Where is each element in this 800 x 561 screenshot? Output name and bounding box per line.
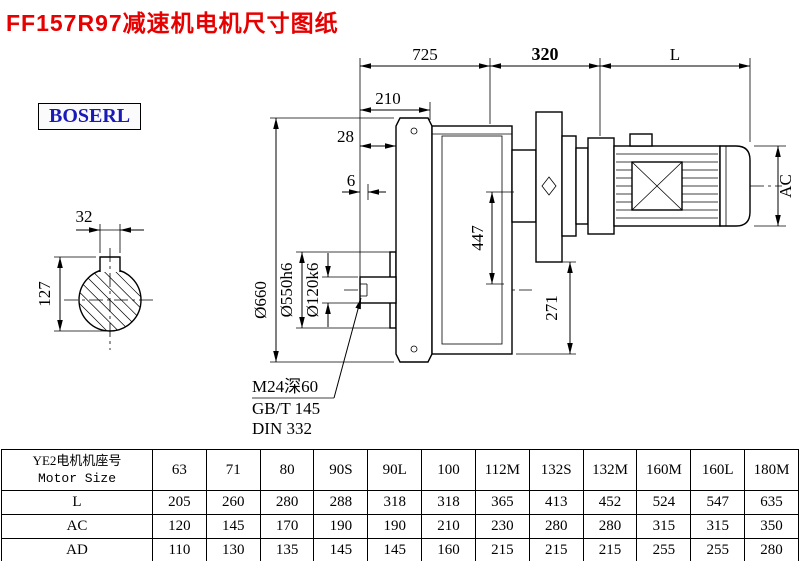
gear-housing <box>431 125 513 355</box>
dimension-drawing: 725 320 L 210 28 6 Ø660 Ø550h6 <box>35 44 795 438</box>
thread-spec: M24深60 <box>252 377 318 396</box>
dim-210: 210 <box>375 89 401 108</box>
thread-standard-gb: GB/T 145 <box>252 399 320 418</box>
table-cell: 190 <box>313 514 369 539</box>
column-header: 132M <box>582 449 638 491</box>
column-header: 132S <box>528 449 584 491</box>
table-cell: 365 <box>474 490 530 515</box>
brand-logo: BOSERL <box>38 103 142 130</box>
column-header: 160M <box>636 449 692 491</box>
table-cell: 190 <box>367 514 423 539</box>
row-label: AD <box>1 538 153 561</box>
table-cell: 120 <box>152 514 207 539</box>
table-cell: 215 <box>582 538 638 561</box>
table-cell: 215 <box>528 538 584 561</box>
column-header: 90L <box>367 449 423 491</box>
column-header: 90S <box>313 449 369 491</box>
diamond-mark <box>541 176 557 196</box>
dimension-annotations: 725 320 L 210 28 6 Ø660 Ø550h6 <box>35 44 795 438</box>
table-cell: 205 <box>152 490 207 515</box>
shaft-end-view <box>64 248 156 350</box>
dim-dia120: Ø120k6 <box>303 263 322 318</box>
motor-body <box>587 133 751 235</box>
table-cell: 280 <box>744 538 799 561</box>
column-header: 180M <box>744 449 799 491</box>
table-cell: 130 <box>205 538 261 561</box>
table-cell: 160 <box>421 538 476 561</box>
table-cell: 452 <box>582 490 638 515</box>
fan-cover <box>719 145 751 227</box>
table-cell: 215 <box>474 538 530 561</box>
dim-447: 447 <box>468 225 487 251</box>
column-header: 63 <box>152 449 207 491</box>
table-cell: 524 <box>636 490 692 515</box>
hatching <box>78 268 142 332</box>
table-cell: 260 <box>205 490 261 515</box>
table-cell: 145 <box>313 538 369 561</box>
table-cell: 547 <box>690 490 746 515</box>
table-cell: 145 <box>205 514 261 539</box>
dim-320: 320 <box>532 44 559 64</box>
table-cell: 288 <box>313 490 369 515</box>
column-header: 71 <box>205 449 261 491</box>
dim-AC: AC <box>776 174 795 198</box>
dim-6: 6 <box>347 171 356 190</box>
table-cell: 318 <box>367 490 423 515</box>
table-cell: 350 <box>744 514 799 539</box>
dim-32: 32 <box>76 207 93 226</box>
table-cell: 230 <box>474 514 530 539</box>
dim-127: 127 <box>35 281 54 307</box>
table-cell: 280 <box>528 514 584 539</box>
table-cell: 315 <box>690 514 746 539</box>
lifting-eye <box>629 133 653 147</box>
row-label: L <box>1 490 153 515</box>
table-cell: 280 <box>582 514 638 539</box>
input-adapter <box>511 111 589 263</box>
table-cell: 635 <box>744 490 799 515</box>
column-header: 100 <box>421 449 476 491</box>
table-cell: 413 <box>528 490 584 515</box>
motor-flange <box>587 137 615 235</box>
column-header: 160L <box>690 449 746 491</box>
column-header: 80 <box>259 449 315 491</box>
dim-28: 28 <box>337 127 354 146</box>
table-cell: 145 <box>367 538 423 561</box>
row-label: AC <box>1 514 153 539</box>
table-cell: 110 <box>152 538 207 561</box>
dim-725: 725 <box>412 45 438 64</box>
table-cell: 315 <box>636 514 692 539</box>
dim-dia550: Ø550h6 <box>277 263 296 318</box>
dim-271: 271 <box>542 295 561 321</box>
output-shaft <box>359 276 397 304</box>
table-cell: 135 <box>259 538 315 561</box>
gearbox-body <box>359 117 513 363</box>
table-cell: 280 <box>259 490 315 515</box>
table-cell: 318 <box>421 490 476 515</box>
dim-dia660: Ø660 <box>251 281 270 319</box>
mounting-flange <box>395 117 433 363</box>
page-title: FF157R97减速机电机尺寸图纸 <box>6 10 339 36</box>
thread-standard-din: DIN 332 <box>252 419 312 438</box>
column-header: 112M <box>474 449 530 491</box>
table-cell: 255 <box>636 538 692 561</box>
dim-L: L <box>670 45 680 64</box>
table-cell: 170 <box>259 514 315 539</box>
table-cell: 255 <box>690 538 746 561</box>
table-cell: 210 <box>421 514 476 539</box>
